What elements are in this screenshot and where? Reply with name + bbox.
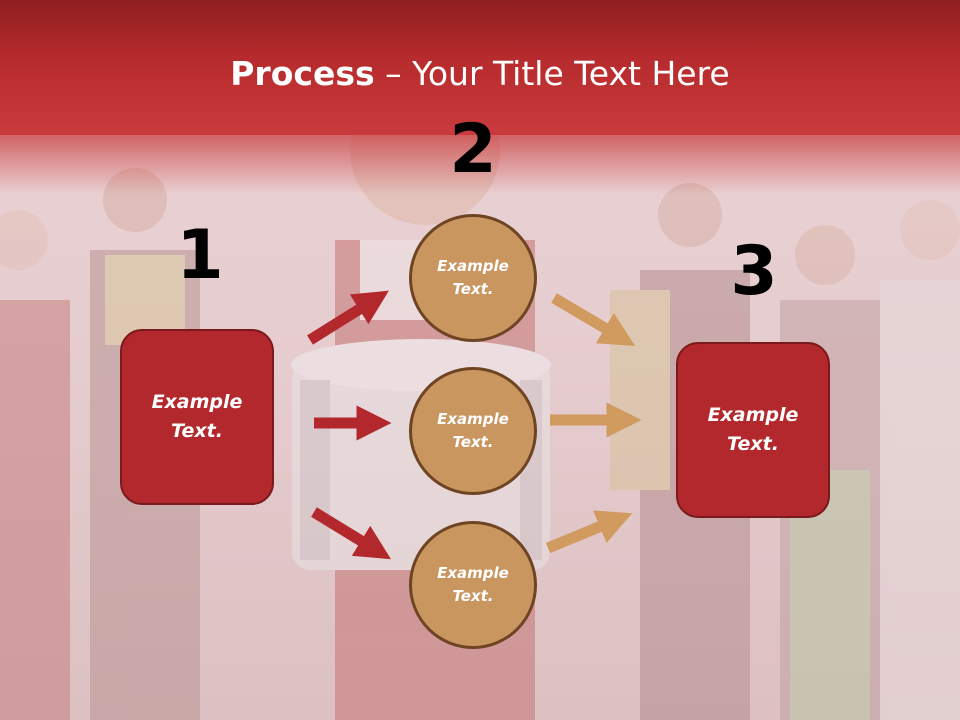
step-1-text: Example Text. <box>151 391 243 442</box>
step-3-box: Example Text. <box>676 342 830 518</box>
circle-bottom-text: Example Text. <box>437 564 509 605</box>
step-1-box: Example Text. <box>120 329 274 505</box>
circle-bottom: Example Text. <box>409 521 537 649</box>
step-3-number: 3 <box>730 232 778 311</box>
title-bold: Process <box>230 54 375 93</box>
circle-top: Example Text. <box>409 214 537 342</box>
circle-middle-text: Example Text. <box>437 410 509 451</box>
arrow-circle-top-to-box3 <box>551 293 636 346</box>
arrow-box1-to-circle-top <box>307 290 389 345</box>
title-bar-fade <box>0 125 960 195</box>
circle-top-text: Example Text. <box>437 257 509 298</box>
title-bar <box>0 0 960 135</box>
step-2-number: 2 <box>449 110 497 189</box>
arrow-circle-bottom-to-box3 <box>545 510 633 554</box>
step-3-text: Example Text. <box>707 404 799 455</box>
slide-title: Process – Your Title Text Here <box>0 52 960 96</box>
title-rest: – Your Title Text Here <box>374 54 730 93</box>
step-1-number: 1 <box>176 216 224 295</box>
arrow-box1-to-circle-bottom <box>311 507 392 560</box>
circle-middle: Example Text. <box>409 367 537 495</box>
